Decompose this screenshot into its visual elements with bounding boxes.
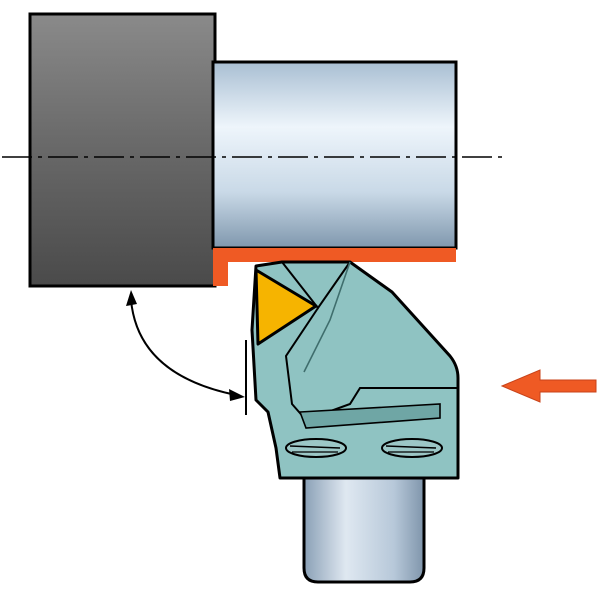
cutting-insert xyxy=(254,268,318,346)
chuck-body xyxy=(28,12,217,288)
holder-clamp-wedge xyxy=(298,403,441,429)
screw-left xyxy=(285,438,347,458)
holder-facet-ridge xyxy=(303,261,351,373)
angle-arc-arrow xyxy=(130,299,237,396)
arc-arrowhead-top xyxy=(126,290,137,306)
screw-right xyxy=(381,438,443,458)
machined-surface xyxy=(213,248,456,286)
feed-direction-arrow xyxy=(500,369,597,403)
tool-shank xyxy=(302,476,426,584)
tool-holder xyxy=(250,260,460,480)
arc-arrowhead-right xyxy=(229,389,245,401)
workpiece xyxy=(211,60,458,250)
